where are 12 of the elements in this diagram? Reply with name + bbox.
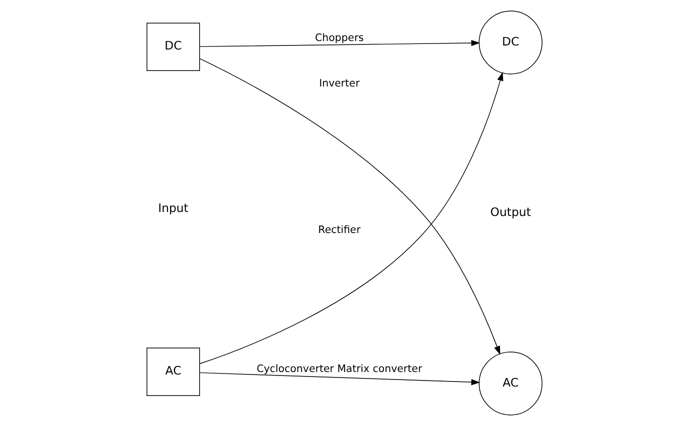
- edge-label: Inverter: [318, 78, 360, 90]
- edge-label: Choppers: [314, 32, 364, 44]
- label: Output: [490, 204, 530, 219]
- node-circle: DC: [478, 10, 542, 74]
- node-circle: AC: [478, 352, 542, 416]
- node-box: AC: [146, 348, 200, 396]
- edge-label: Cycloconverter Matrix converter: [256, 362, 422, 375]
- edge-label: Rectifier: [318, 224, 360, 236]
- arrow: [198, 372, 480, 386]
- label: Input: [158, 201, 188, 216]
- node-box: DC: [146, 22, 200, 72]
- arrow: [198, 40, 480, 47]
